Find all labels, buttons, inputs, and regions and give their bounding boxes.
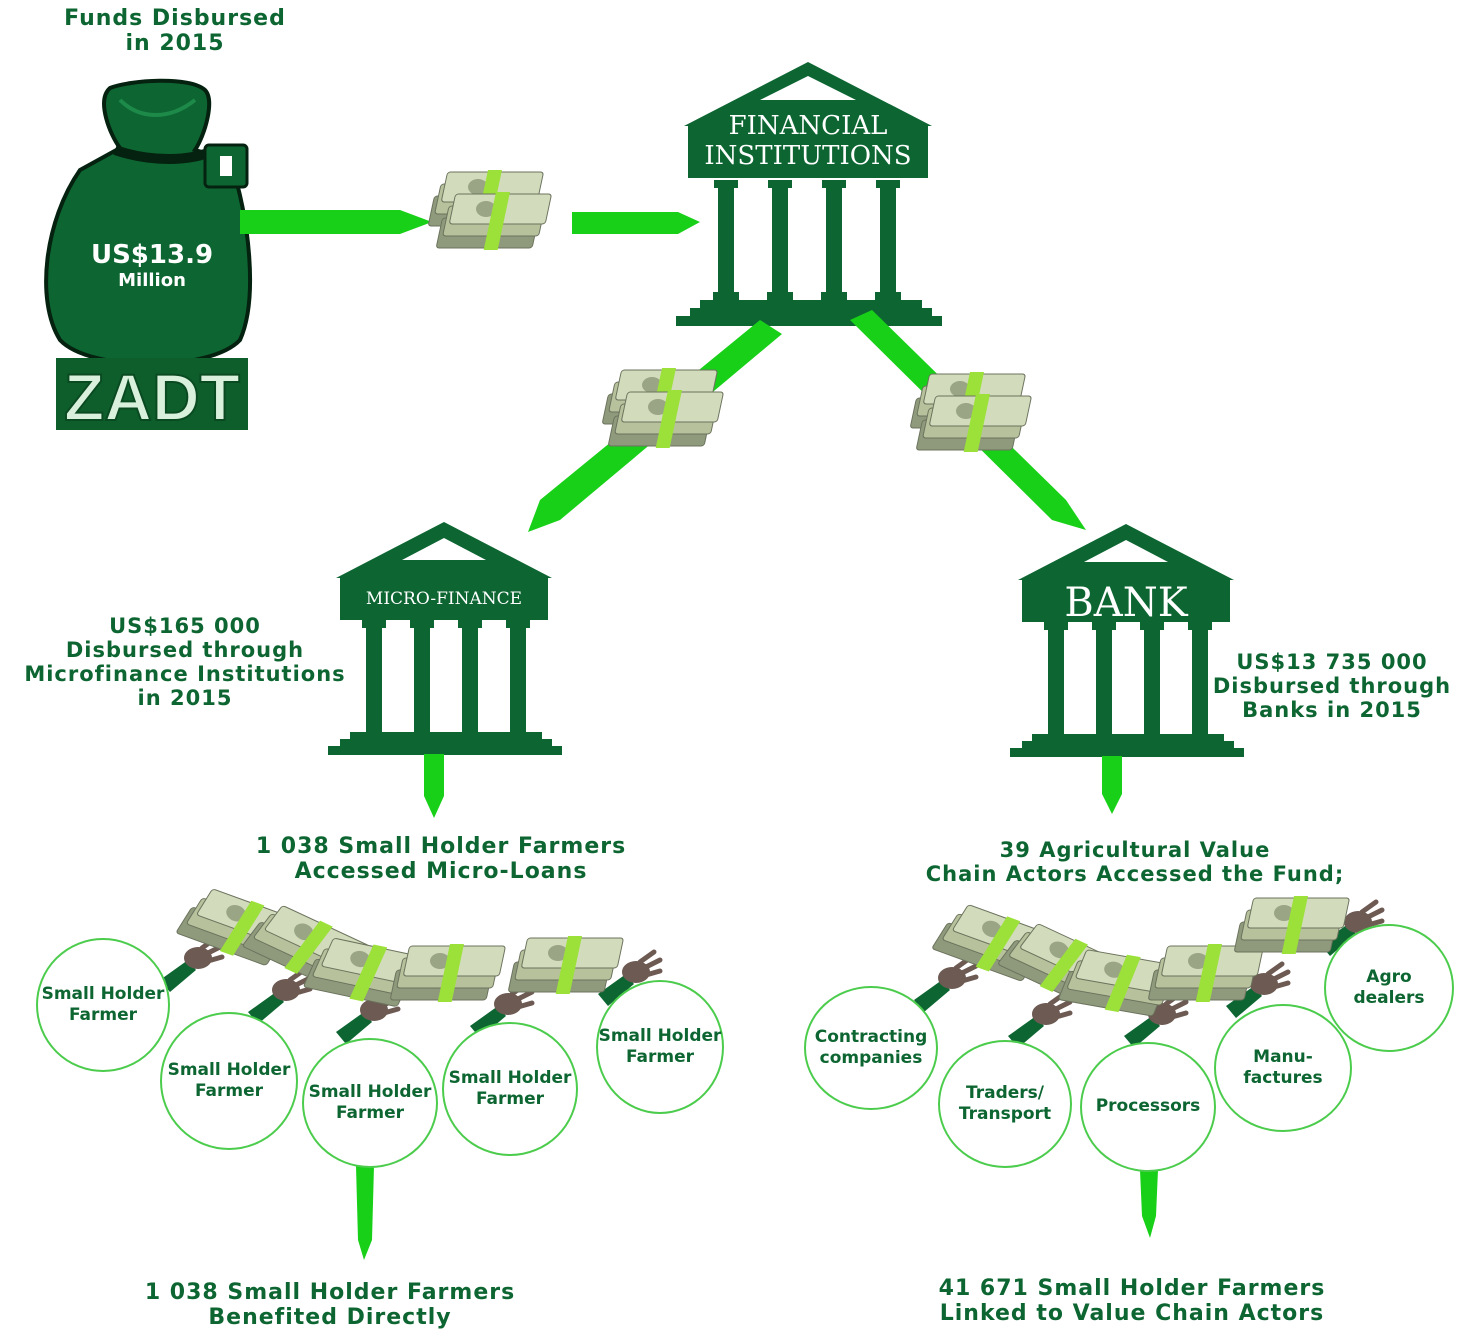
fi-line2: INSTITUTIONS	[704, 140, 912, 171]
farmer-circle: Small Holder Farmer	[302, 1038, 438, 1168]
ml-line1: 1 038 Small Holder Farmers	[255, 834, 627, 859]
bank-amount: US$13 735 000	[1236, 650, 1428, 674]
microfinance-building-icon	[328, 522, 562, 755]
fl-line1: 41 671 Small Holder Farmers	[938, 1276, 1326, 1301]
financial-institutions-label: FINANCIAL INSTITUTIONS	[690, 111, 926, 172]
farmer-circle: Small Holder Farmer	[596, 980, 724, 1114]
fi-line1: FINANCIAL	[728, 111, 888, 141]
arrow-bag-to-cash	[240, 210, 432, 234]
arrow-cash-to-institutions	[572, 212, 700, 234]
farmer-label-1: Small Holder	[308, 1081, 432, 1102]
bank-line2: Disbursed through	[1212, 674, 1452, 699]
farmers-linked: 41 671 Small Holder Farmers Linked to Va…	[886, 1276, 1378, 1327]
farmer-label-1: Small Holder	[41, 983, 165, 1004]
mf-line2: Disbursed through	[65, 638, 305, 663]
microfinance-label: MICRO-FINANCE	[365, 589, 523, 609]
value-chain-accessed: 39 Agricultural Value Chain Actors Acces…	[900, 838, 1370, 886]
farmer-label-1: Small Holder	[167, 1059, 291, 1080]
farmer-label-2: Farmer	[194, 1081, 264, 1101]
fb-line1: 1 038 Small Holder Farmers	[144, 1280, 516, 1305]
actor-label-1: Agro	[1366, 966, 1412, 987]
vc-line2: Chain Actors Accessed the Fund;	[925, 862, 1345, 887]
actor-circle: Processors	[1080, 1042, 1216, 1172]
actor-label-2: Transport	[958, 1104, 1052, 1124]
actor-circle: Contracting companies	[804, 986, 938, 1110]
arrow-actors-result	[1140, 1170, 1158, 1238]
microfinance-disbursed: US$165 000 Disbursed through Microfinanc…	[4, 614, 366, 711]
header-title: Funds Disbursed in 2015	[40, 6, 310, 57]
vc-line1: 39 Agricultural Value	[999, 838, 1271, 862]
arrow-microfinance-down	[424, 754, 444, 818]
arrow-farmers-result	[356, 1166, 374, 1260]
farmer-label-1: Small Holder	[598, 1025, 722, 1046]
mf-line3: Microfinance Institutions	[24, 662, 346, 687]
farmer-label-2: Farmer	[335, 1103, 405, 1123]
farmer-circle: Small Holder Farmer	[160, 1012, 298, 1150]
farmer-circle: Small Holder Farmer	[36, 938, 170, 1072]
money-bag-icon	[44, 78, 252, 366]
bag-amount: US$13.9 Million	[60, 240, 244, 291]
actor-label-2: companies	[819, 1048, 923, 1068]
bag-amount-value: US$13.9	[90, 240, 214, 270]
arrow-bank-down	[1102, 756, 1122, 814]
financial-institutions-building-icon	[676, 62, 942, 326]
actor-label-2: factures	[1243, 1068, 1323, 1088]
farmer-label-2: Farmer	[68, 1005, 138, 1025]
zadt-logo: ZADT	[56, 358, 248, 435]
header-line2: in 2015	[125, 31, 225, 57]
ml-line2: Accessed Micro-Loans	[294, 859, 588, 885]
bank-label: BANK	[1064, 580, 1188, 626]
actor-label-1: Manu-	[1253, 1046, 1313, 1067]
actor-label-1: Processors	[1095, 1096, 1201, 1117]
header-line1: Funds Disbursed	[64, 6, 286, 31]
actor-circle: Agro dealers	[1324, 924, 1454, 1052]
farmer-label-2: Farmer	[625, 1047, 695, 1067]
farmers-benefited: 1 038 Small Holder Farmers Benefited Dir…	[90, 1280, 570, 1331]
actor-label-1: Contracting	[814, 1026, 928, 1047]
fl-line2: Linked to Value Chain Actors	[939, 1301, 1325, 1327]
mf-line4: in 2015	[137, 686, 233, 711]
microloans-accessed: 1 038 Small Holder Farmers Accessed Micr…	[200, 834, 682, 885]
mf-amount: US$165 000	[109, 614, 261, 638]
farmer-label-1: Small Holder	[448, 1067, 572, 1088]
actor-label-2: dealers	[1353, 988, 1425, 1008]
farmer-label-2: Farmer	[475, 1089, 545, 1109]
svg-text:ZADT: ZADT	[64, 360, 240, 434]
actor-label-1: Traders/	[966, 1082, 1044, 1103]
farmer-circle: Small Holder Farmer	[442, 1022, 578, 1156]
actor-circle: Manu- factures	[1214, 1004, 1352, 1132]
actor-circle: Traders/ Transport	[938, 1040, 1072, 1168]
bank-line3: Banks in 2015	[1242, 698, 1422, 723]
bank-disbursed: US$13 735 000 Disbursed through Banks in…	[1212, 650, 1452, 722]
bag-amount-unit: Million	[118, 270, 186, 291]
bank-building-icon	[1010, 524, 1244, 757]
fb-line2: Benefited Directly	[208, 1305, 452, 1331]
